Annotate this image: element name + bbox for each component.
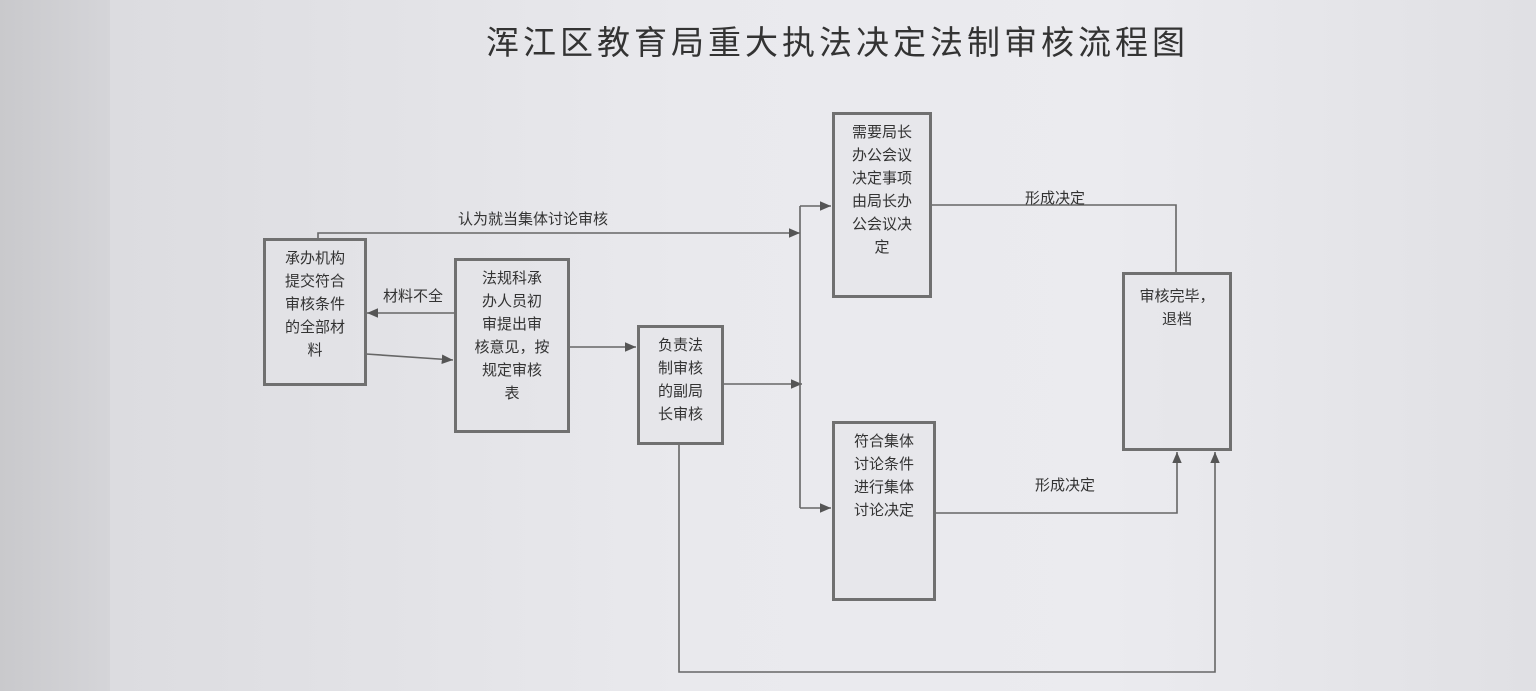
edge-collective-review xyxy=(317,228,800,238)
node-text: 料 xyxy=(307,341,323,359)
node-text: 讨论条件 xyxy=(853,455,914,473)
node-deputy-review: 负责法制审核的副局长审核 xyxy=(637,325,724,445)
node-text: 负责法 xyxy=(657,336,703,354)
node-complete: 审核完毕， 退档 xyxy=(1122,272,1232,451)
node-submit: 承办机构提交符合审核条件的全部材料 xyxy=(263,238,367,386)
node-text: 规定审核 xyxy=(481,361,542,379)
node-text: 需要局长 xyxy=(851,123,912,141)
edge-deputy-direct xyxy=(678,444,1220,673)
node-initial-review: 法规科承办人员初审提出审核意见，按规定审核表 xyxy=(454,258,570,433)
node-text: 退档 xyxy=(1161,310,1192,328)
node-director-meeting: 需要局长办公会议决定事项由局长办公会议决定 xyxy=(832,112,932,298)
node-text: 表 xyxy=(504,384,520,402)
node-text: 公会议决 xyxy=(851,215,912,233)
node-text: 进行集体 xyxy=(853,478,914,496)
node-text: 定 xyxy=(874,238,890,256)
node-text: 符合集体 xyxy=(853,432,914,450)
node-text: 提交符合 xyxy=(284,272,345,290)
node-text: 由局长办 xyxy=(851,192,912,210)
node-text: 讨论决定 xyxy=(853,501,914,519)
edge-label-decision-top: 形成决定 xyxy=(1025,189,1086,207)
node-text: 承办机构 xyxy=(284,249,345,267)
edge-label-decision-bottom: 形成决定 xyxy=(1035,476,1096,494)
node-text: 审提出审 xyxy=(481,315,542,333)
node-text: 的全部材 xyxy=(284,318,345,336)
edge-bottom-decision xyxy=(935,452,1182,514)
edge-top-decision xyxy=(931,204,1177,272)
node-text: 的副局 xyxy=(657,382,703,400)
node-text: 决定事项 xyxy=(851,169,912,187)
node-text: 办公会议 xyxy=(851,146,912,164)
node-text: 制审核 xyxy=(657,359,703,377)
node-collective: 符合集体讨论条件进行集体讨论决定 xyxy=(832,421,936,601)
edge-label-collective-review: 认为就当集体讨论审核 xyxy=(458,210,609,228)
node-text: 核意见，按 xyxy=(474,338,550,356)
edge-label-incomplete: 材料不全 xyxy=(383,287,444,305)
node-text: 法规科承 xyxy=(481,269,542,287)
node-text: 办人员初 xyxy=(481,292,542,310)
page-title: 浑江区教育局重大执法决定法制审核流程图 xyxy=(486,23,1189,62)
node-text: 审核条件 xyxy=(284,295,345,313)
node-text: 长审核 xyxy=(657,405,703,423)
node-text: 审核完毕， xyxy=(1139,287,1215,305)
edge-submit-to-review xyxy=(365,353,454,365)
